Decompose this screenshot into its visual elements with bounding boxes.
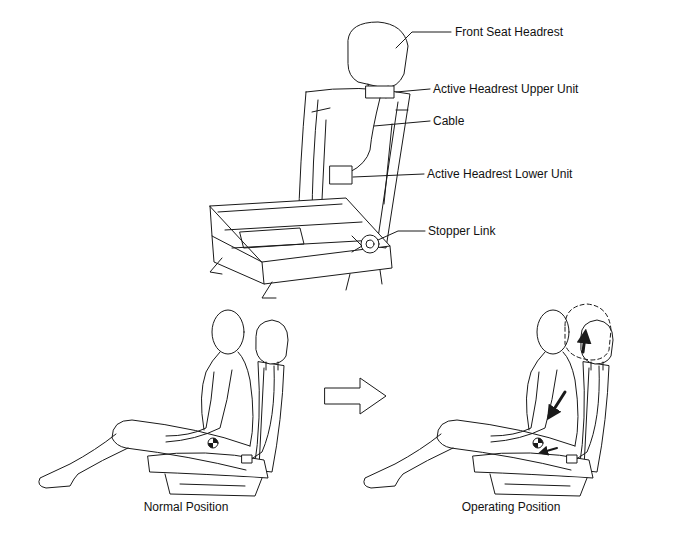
part-label: Cable (432, 114, 465, 128)
part-label: Stopper Link (427, 224, 496, 238)
seat-frame (210, 22, 410, 298)
leader-lines (353, 32, 451, 240)
operating-figure (364, 304, 613, 496)
part-label: Front Seat Headrest (454, 25, 564, 39)
position-caption: Operating Position (461, 500, 562, 514)
normal-figure (39, 310, 288, 496)
transition-arrow (325, 378, 386, 414)
part-label: Active Headrest Lower Unit (426, 167, 573, 181)
position-caption: Normal Position (143, 500, 230, 514)
part-label: Active Headrest Upper Unit (432, 82, 579, 96)
